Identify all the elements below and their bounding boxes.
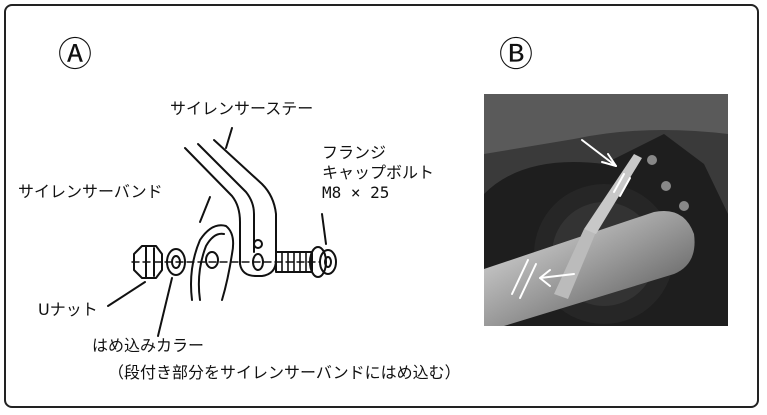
u-nut-label: Uナット xyxy=(38,300,98,319)
silencer-band-label: サイレンサーバンド xyxy=(18,182,163,201)
installation-note: （段付き部分をサイレンサーバンドにはめ込む） xyxy=(108,363,461,382)
stay-upper-hole xyxy=(253,239,263,249)
u-nut-leader xyxy=(107,281,146,307)
panel-a-label: Ⓐ xyxy=(58,35,92,75)
band-hole xyxy=(205,251,219,269)
bolt-size-label: M8 × 25 xyxy=(322,183,390,202)
panel-b-label: Ⓑ xyxy=(499,35,533,75)
stay-leader xyxy=(225,127,233,149)
bolt-head xyxy=(319,249,337,275)
band-leader xyxy=(199,196,211,223)
arrow-upper xyxy=(581,139,617,167)
installation-photo xyxy=(484,94,728,326)
silencer-band-outline xyxy=(190,224,235,301)
arrow-lower xyxy=(539,273,575,279)
stay-photo xyxy=(584,154,642,234)
mark-lower xyxy=(511,259,537,299)
silencer-stay-outline xyxy=(184,139,277,277)
collar-shape xyxy=(166,248,186,276)
silencer-stay-inner-edge xyxy=(197,143,255,253)
collar-label: はめ込みカラー xyxy=(92,336,205,355)
flange-label-line2: キャップボルト xyxy=(322,163,435,182)
bolt-leader xyxy=(321,213,327,245)
flange-label-line1: フランジ xyxy=(322,143,387,162)
silencer-photo xyxy=(484,210,695,326)
silencer-band-photo xyxy=(554,229,596,299)
silencer-stay-label: サイレンサーステー xyxy=(170,99,314,118)
collar-leader xyxy=(157,277,173,337)
mark-upper xyxy=(613,173,631,197)
